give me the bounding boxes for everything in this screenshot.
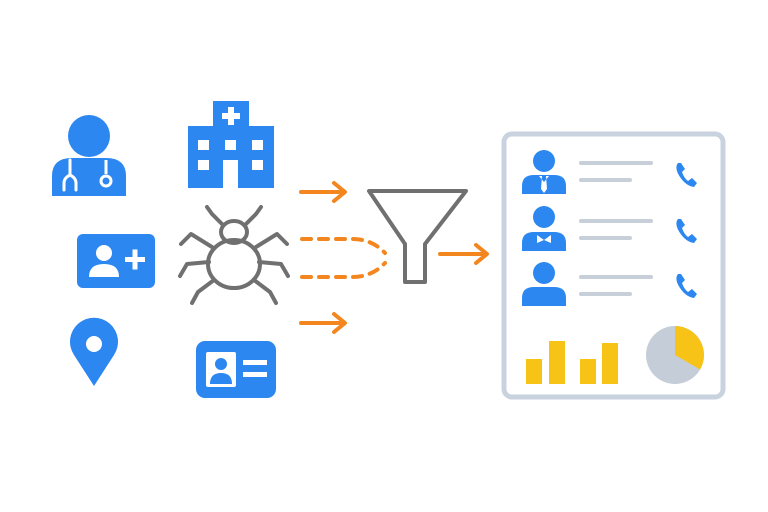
arrow-bottom xyxy=(299,312,347,334)
pie-chart-icon xyxy=(646,326,704,384)
arrow-top xyxy=(299,181,347,203)
person-tie-icon xyxy=(522,150,566,194)
location-pin-icon xyxy=(70,317,118,386)
output-panel xyxy=(501,131,726,400)
bar xyxy=(580,359,596,384)
bar-chart-icon xyxy=(526,341,618,384)
contact-line xyxy=(579,219,653,223)
arrow-to-panel xyxy=(438,243,489,265)
phone-icon xyxy=(676,274,697,298)
funnel-icon xyxy=(367,189,468,284)
contact-line xyxy=(579,178,632,182)
contact-line xyxy=(579,275,653,279)
contact-line xyxy=(579,292,632,296)
bar xyxy=(602,343,618,384)
contact-line xyxy=(579,161,653,165)
person-icon xyxy=(522,262,566,306)
phone-icon xyxy=(676,219,697,243)
contact-line xyxy=(579,236,632,240)
contact-row xyxy=(522,150,697,194)
add-contact-card-icon xyxy=(77,234,155,288)
person-bowtie-icon xyxy=(522,206,566,251)
spider-icon xyxy=(178,205,290,305)
dashed-flow-lower xyxy=(300,261,387,279)
doctor-icon xyxy=(52,115,126,196)
id-card-icon xyxy=(196,341,276,398)
flow-arrows xyxy=(299,181,489,334)
dashed-flow-upper xyxy=(300,237,387,255)
contact-row xyxy=(522,262,697,306)
hospital-icon xyxy=(188,101,274,188)
bar xyxy=(526,359,542,384)
contact-row xyxy=(522,206,697,251)
bar xyxy=(549,341,565,384)
phone-icon xyxy=(676,163,697,187)
